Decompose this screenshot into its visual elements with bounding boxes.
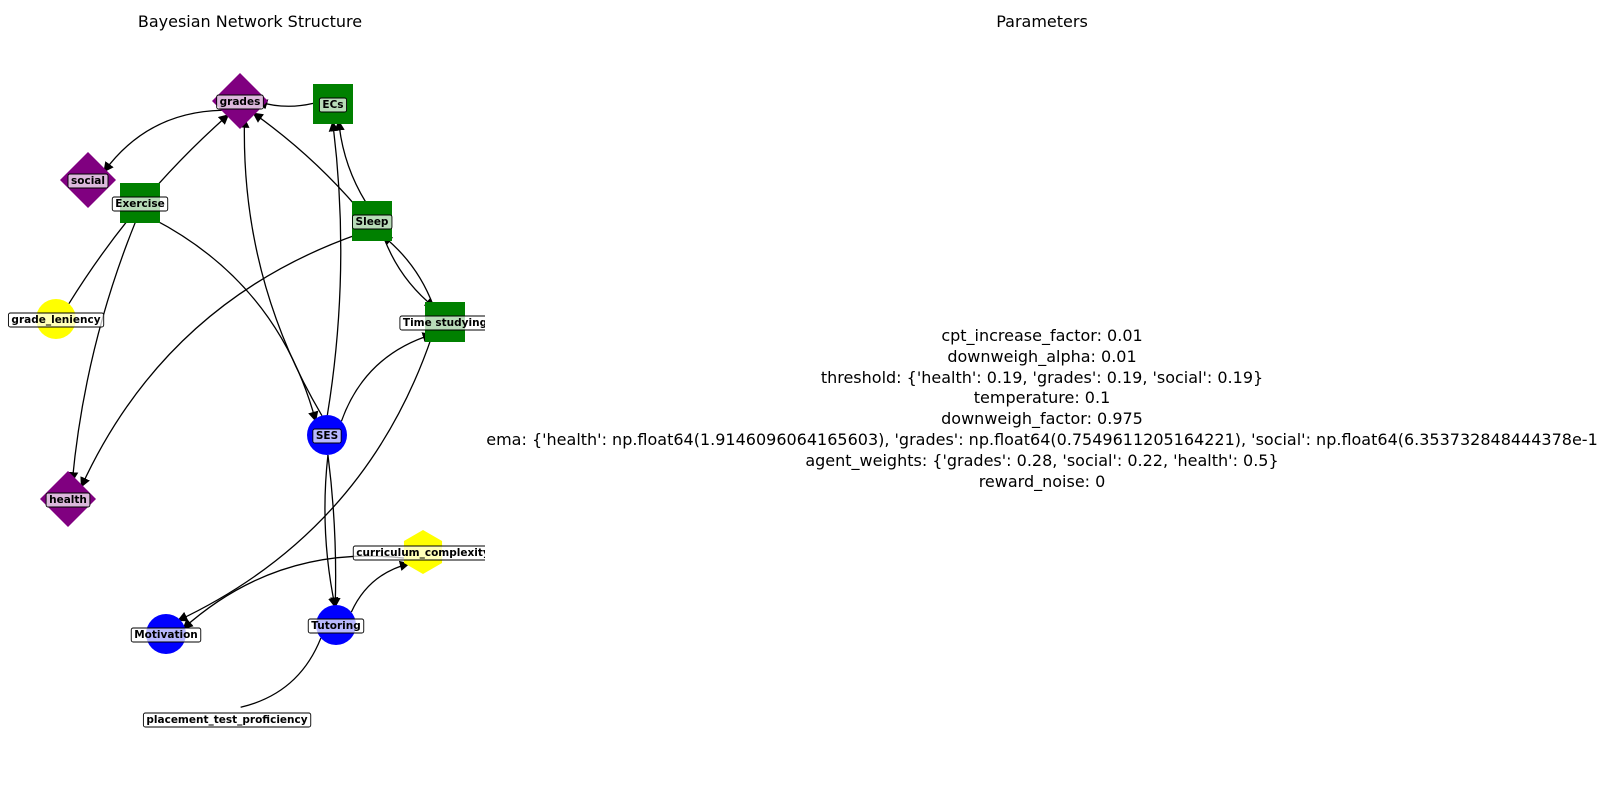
node-label: grade_leniency	[11, 314, 100, 326]
node-ECs: ECs	[313, 84, 353, 124]
edge-SES-to-Tutoring	[327, 454, 341, 609]
edge-Sleep-to-health	[80, 233, 358, 488]
node-Tutoring: Tutoring	[307, 605, 365, 645]
parameter-line: downweigh_factor: 0.975	[941, 409, 1143, 429]
parameter-line: reward_noise: 0	[978, 471, 1106, 491]
edge-Sleep-to-ECs	[334, 120, 367, 203]
node-label-box	[130, 627, 202, 643]
node-label-box	[67, 173, 109, 189]
node-label: Time studying	[403, 317, 487, 329]
node-label: health	[49, 494, 87, 506]
node-label: Tutoring	[311, 620, 361, 632]
edge-Tutoring-to-curriculum_complexity	[350, 560, 411, 613]
edge-Sleep-to-grades	[252, 112, 358, 208]
node-label: placement_test_proficiency	[146, 714, 307, 726]
node-Sleep: Sleep	[352, 201, 393, 241]
edge-SES-to-grades	[239, 117, 323, 416]
edge-Exercise-to-SES	[152, 217, 319, 422]
parameter-line: temperature: 0.1	[973, 388, 1111, 408]
node-label: social	[71, 175, 105, 187]
edge-Exercise-to-health	[67, 222, 136, 483]
parameter-line: threshold: {'health': 0.19, 'grades': 0.…	[820, 367, 1264, 387]
edge-grades-to-social	[103, 109, 223, 173]
node-label-box	[7, 312, 105, 328]
node-health: health	[40, 471, 96, 527]
node-label-box	[216, 94, 264, 110]
node-label: Sleep	[356, 216, 389, 228]
node-grade_leniency: grade_leniency	[7, 299, 105, 339]
node-label-box	[142, 712, 312, 728]
parameter-line: cpt_increase_factor: 0.01	[941, 326, 1143, 345]
node-curriculum_complexity: curriculum_complexity	[352, 530, 490, 574]
edge-SES-to-Time_studying	[340, 332, 433, 422]
node-label-box	[111, 196, 169, 212]
node-Time_studying: Time studying	[399, 302, 487, 342]
node-placement_test_proficiency: placement_test_proficiency	[142, 712, 312, 728]
edge-Tutoring-to-placement_test_proficiency	[240, 637, 322, 708]
edge-Time_studying-to-Sleep	[381, 234, 434, 307]
edge-Time_studying-to-Motivation	[177, 336, 433, 622]
node-label: Exercise	[115, 198, 164, 210]
node-label: ECs	[322, 99, 343, 111]
node-Motivation: Motivation	[130, 614, 202, 654]
parameter-line: agent_weights: {'grades': 0.28, 'social'…	[805, 450, 1279, 470]
node-Exercise: Exercise	[111, 183, 169, 223]
node-social: social	[60, 152, 116, 208]
parameter-line: downweigh_alpha: 0.01	[947, 346, 1137, 366]
parameters-title: Parameters	[996, 12, 1088, 31]
node-label-box	[307, 618, 365, 634]
node-label-box	[352, 214, 393, 230]
node-label-box	[399, 315, 485, 331]
node-SES: SES	[307, 415, 347, 455]
node-label-box	[352, 545, 485, 561]
node-label-box	[318, 97, 348, 113]
node-label-box	[312, 428, 342, 444]
node-label: grades	[220, 96, 261, 108]
edges	[67, 99, 436, 708]
node-label: SES	[316, 430, 338, 442]
edge-SES-to-ECs	[326, 120, 342, 416]
edge-SES-to-Tutoring	[324, 454, 339, 609]
node-label-box	[45, 492, 91, 508]
structure-title: Bayesian Network Structure	[137, 12, 363, 31]
node-label: Motivation	[134, 629, 198, 641]
parameter-line: ema: {'health': np.float64(1.91460960641…	[486, 429, 1598, 449]
node-label: curriculum_complexity	[356, 547, 490, 559]
node-grades: grades	[212, 73, 268, 129]
